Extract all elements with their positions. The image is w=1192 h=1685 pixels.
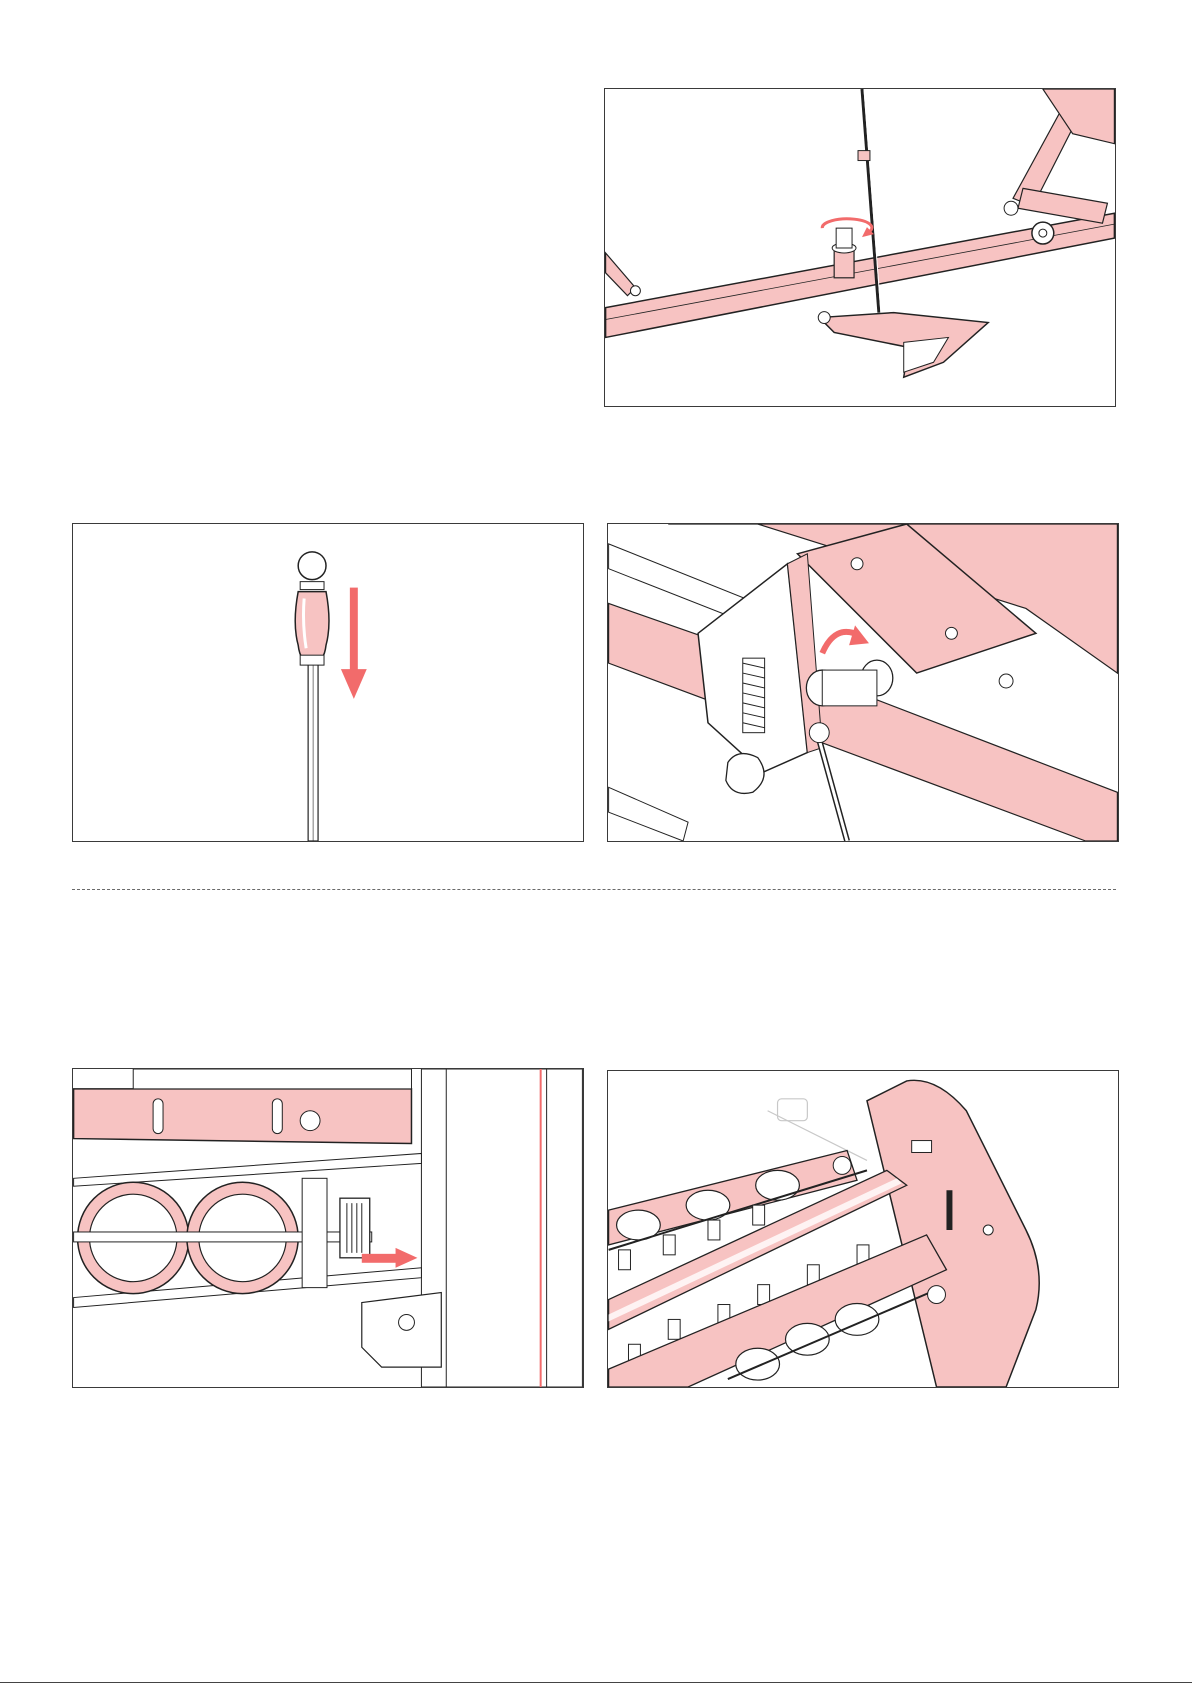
- frame-knob-drawing: [605, 89, 1115, 406]
- down-arrow-icon: [341, 588, 367, 699]
- handle-rod-drawing: [73, 524, 583, 841]
- illustration-pulley-shift: [72, 1068, 584, 1388]
- page-bottom-rule: [0, 1682, 1192, 1683]
- pulley-shift-drawing: [73, 1069, 583, 1387]
- illustration-handle-rod: [72, 523, 584, 842]
- illustration-bracket-lever: [607, 523, 1119, 842]
- rack-assembly-drawing: [608, 1071, 1118, 1387]
- illustration-frame-knob: [604, 88, 1116, 407]
- illustration-rack-assembly: [607, 1070, 1119, 1388]
- bracket-lever-drawing: [608, 524, 1118, 841]
- curved-arrow-icon: [822, 625, 869, 653]
- section-divider: [72, 889, 1116, 890]
